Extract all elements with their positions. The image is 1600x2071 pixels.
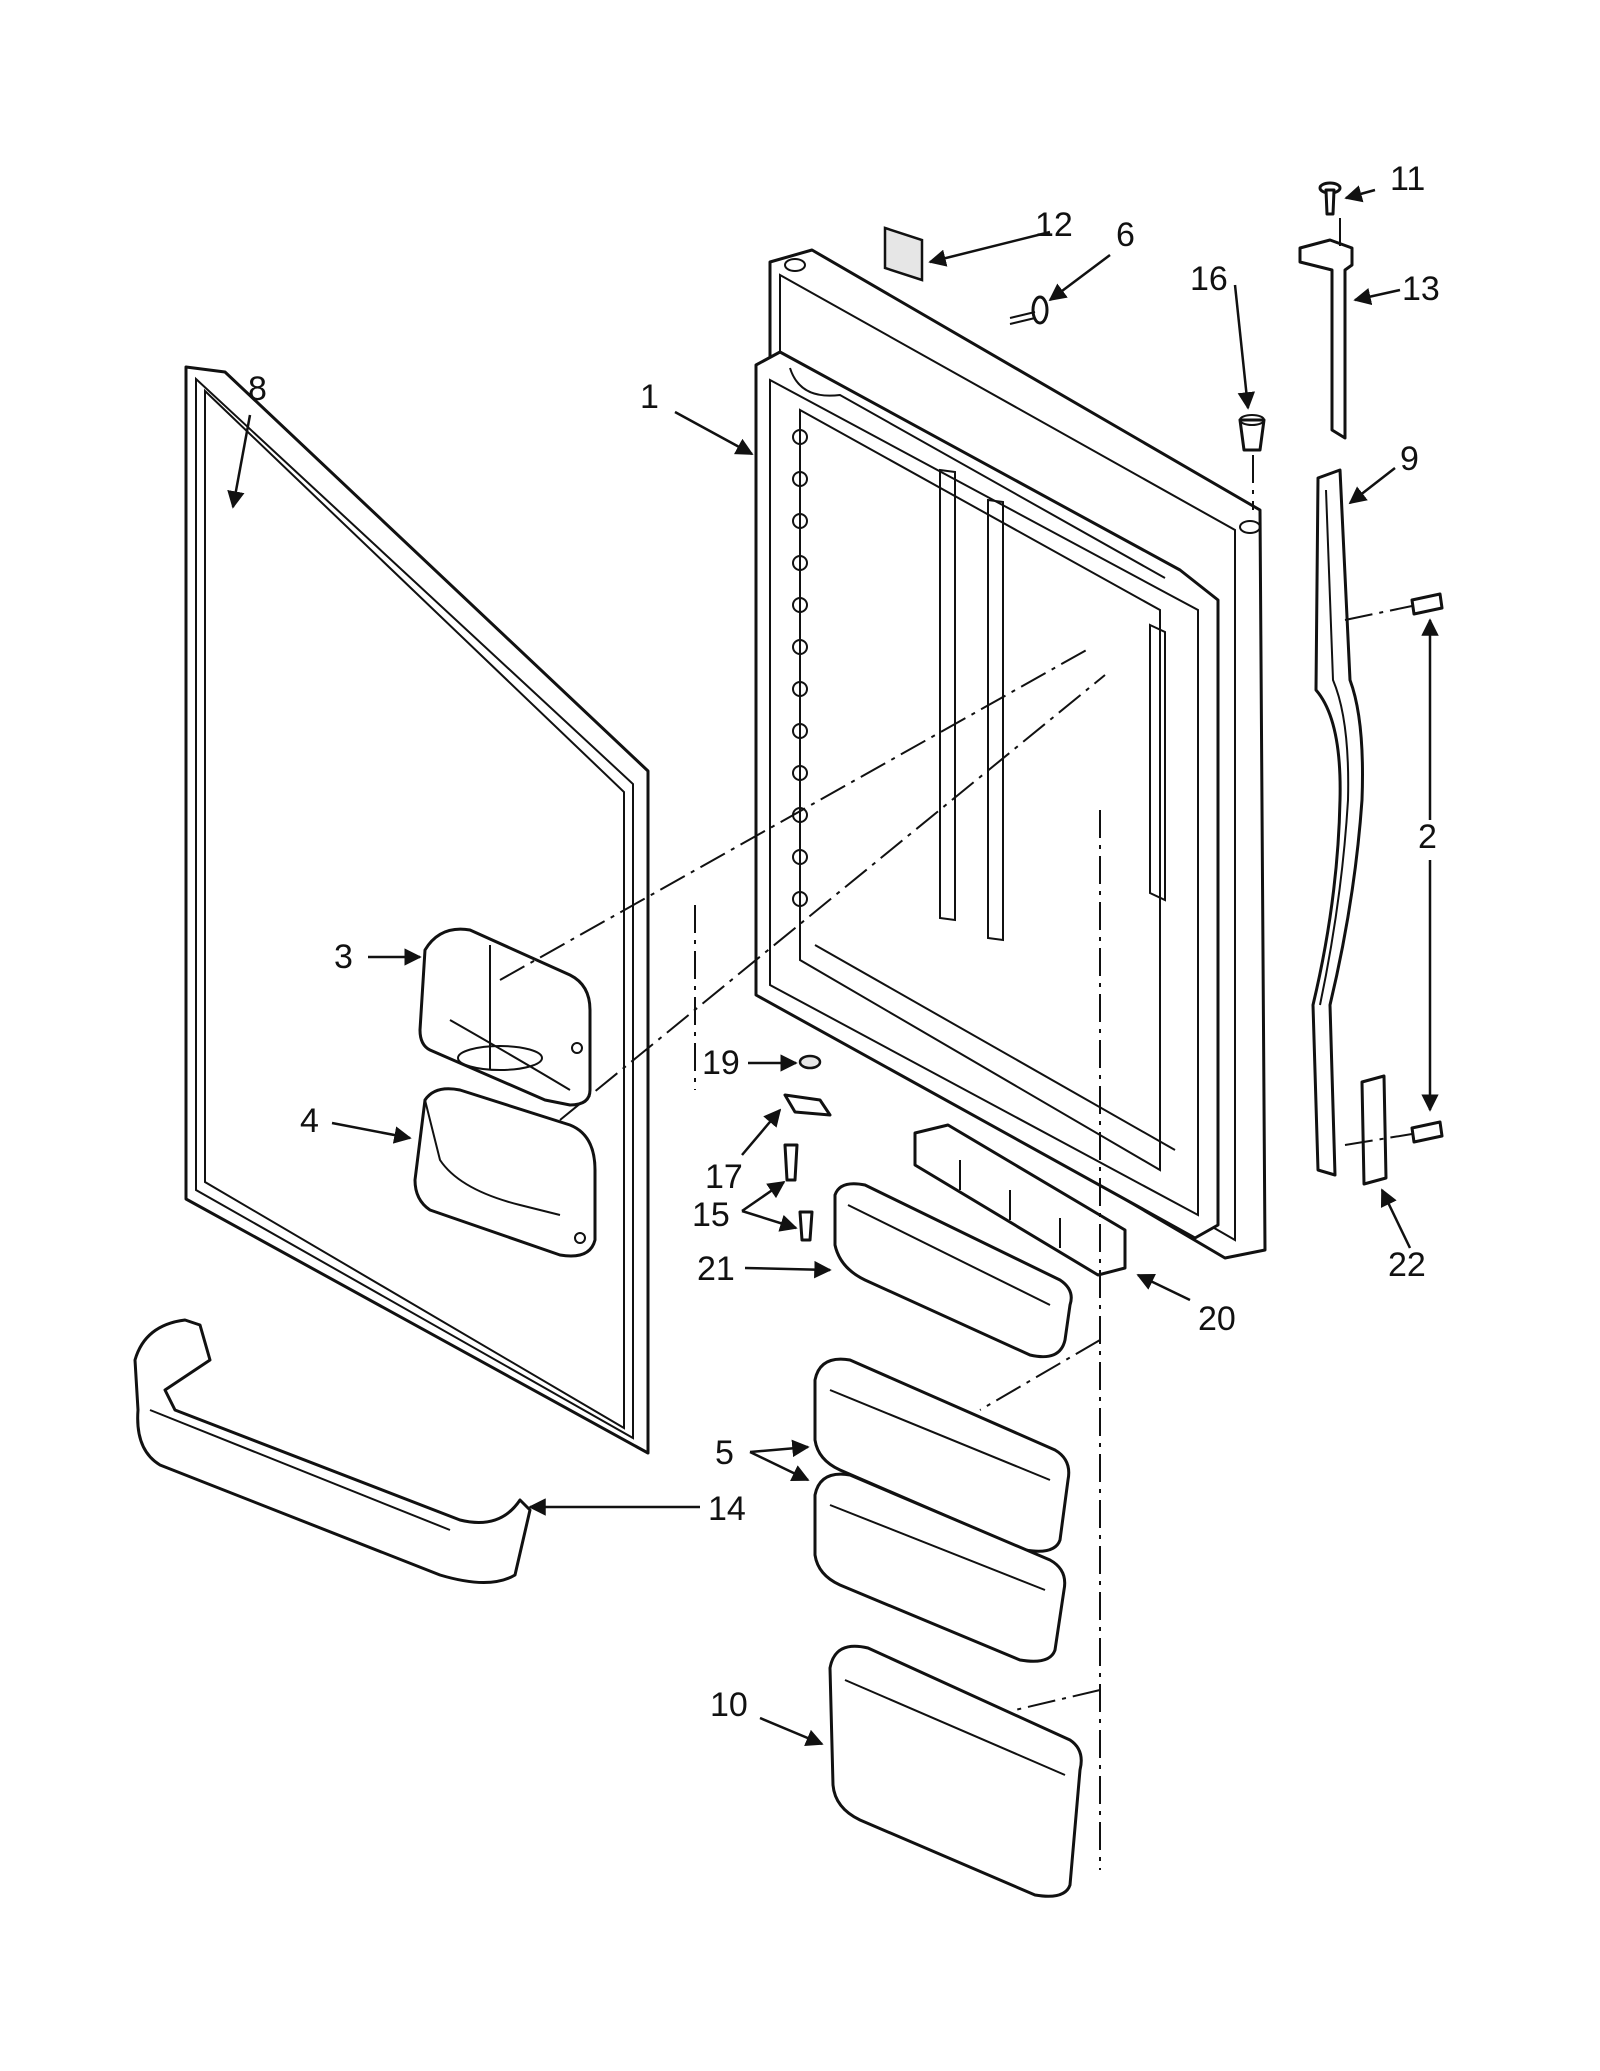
callout-13: 13 <box>1402 270 1440 308</box>
gallon-door-bin <box>828 1644 1083 1898</box>
handle-mounting-screws <box>1410 592 1444 1144</box>
door-bin-upper <box>813 1357 1071 1553</box>
callout-14: 14 <box>708 1490 746 1528</box>
bracket <box>783 1093 832 1117</box>
washer <box>798 1054 822 1070</box>
trim-strip <box>1360 1074 1388 1186</box>
callout-16: 16 <box>1190 260 1228 298</box>
callout-20: 20 <box>1198 1300 1236 1338</box>
handle-end-cap <box>1298 238 1354 440</box>
callout-5: 5 <box>715 1434 734 1472</box>
callout-leaders <box>227 185 1439 1746</box>
door-screw <box>1009 295 1049 325</box>
bracket-screws <box>783 1143 814 1242</box>
callout-12: 12 <box>1035 206 1073 244</box>
callout-3: 3 <box>334 938 353 976</box>
callout-8: 8 <box>248 370 267 408</box>
callout-17: 17 <box>705 1158 743 1196</box>
callout-6: 6 <box>1116 216 1135 254</box>
callout-19: 19 <box>702 1044 740 1082</box>
handle-screw <box>1318 181 1342 216</box>
door-handle <box>1311 468 1364 1177</box>
hinge-bushing <box>1238 414 1266 452</box>
door-bin-lower <box>813 1472 1067 1663</box>
assembly-lines <box>499 218 1413 1870</box>
callout-11: 11 <box>1390 160 1425 198</box>
callout-1: 1 <box>640 378 659 416</box>
callout-9: 9 <box>1400 440 1419 478</box>
dairy-bin <box>833 1182 1073 1359</box>
shelf-rack <box>913 1123 1127 1277</box>
callout-10: 10 <box>710 1686 748 1724</box>
dispenser-cover <box>418 927 592 1107</box>
door-liner <box>754 248 1267 1260</box>
callout-22: 22 <box>1388 1246 1426 1284</box>
callout-15: 15 <box>692 1196 730 1234</box>
callout-2: 2 <box>1418 818 1437 856</box>
callout-4: 4 <box>300 1102 319 1140</box>
door-label <box>883 226 924 282</box>
dispenser-bin <box>413 1087 597 1258</box>
door-outer-panel <box>184 365 650 1455</box>
door-bin-wide <box>133 1318 532 1584</box>
callout-labels: 1 2 3 4 5 6 8 9 10 11 12 13 14 15 16 17 … <box>248 160 1440 1724</box>
callout-21: 21 <box>697 1250 735 1288</box>
